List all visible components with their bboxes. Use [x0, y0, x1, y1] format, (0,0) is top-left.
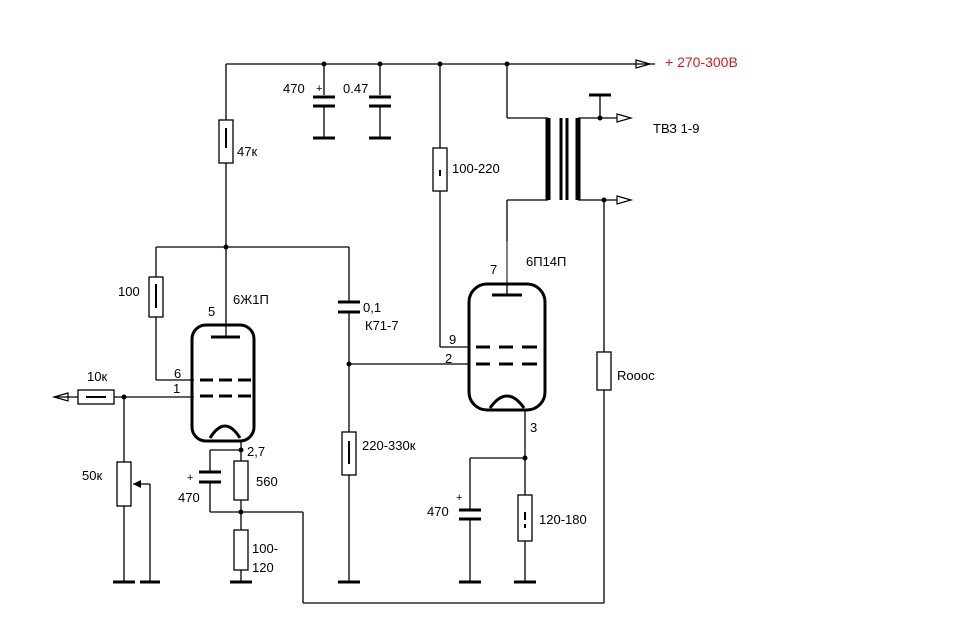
resistor-10k-label: 10к	[87, 369, 107, 384]
output-cathode-wiring	[470, 410, 528, 495]
svg-text:+: +	[316, 83, 322, 95]
supply-arrow-icon	[635, 59, 655, 69]
supply-capacitor-047	[369, 64, 391, 140]
capacitor-cathode-output: +	[456, 458, 481, 584]
supply-cap-047-label: 0.47	[343, 81, 368, 96]
resistor-100-120-label-line2: 120	[252, 560, 274, 575]
supply-cap-470-label: 470	[283, 81, 305, 96]
resistor-47k-label: 47к	[237, 144, 257, 159]
transformer-label: ТВЗ 1-9	[653, 121, 699, 136]
driver-pin-g2: 6	[174, 366, 181, 381]
resistor-560-label: 560	[256, 474, 278, 489]
resistor-47k	[218, 64, 234, 337]
resistor-100-220-label: 100-220	[452, 161, 500, 176]
capacitor-cathode-driver-label: 470	[178, 490, 200, 505]
driver-tube-name: 6Ж1П	[233, 292, 269, 307]
resistor-120-180	[514, 494, 536, 584]
resistor-220-330k	[338, 431, 360, 584]
output-pin-anode: 7	[490, 262, 497, 277]
driver-pin-g1: 1	[173, 381, 180, 396]
supply-capacitor-470: +	[313, 64, 335, 140]
capacitor-coupling-value: 0,1	[363, 300, 381, 315]
driver-tube	[190, 323, 256, 443]
resistor-220-330k-label: 220-330к	[362, 438, 416, 453]
potentiometer-50k-label: 50к	[82, 468, 102, 483]
output-pin-cathode: 3	[530, 420, 537, 435]
resistor-10k	[77, 389, 194, 405]
supply-label: + 270-300В	[665, 54, 738, 70]
output-tube-name: 6П14П	[526, 254, 566, 269]
feedback-wire	[241, 390, 605, 604]
resistor-100-120	[230, 529, 252, 584]
resistor-100-label: 100	[118, 284, 140, 299]
resistor-100	[148, 247, 194, 381]
output-pin-g2: 9	[449, 332, 456, 347]
svg-text:+: +	[456, 492, 462, 504]
capacitor-cathode-output-label: 470	[427, 504, 449, 519]
resistor-100-120-label-line1: 100-	[252, 541, 278, 556]
capacitor-coupling	[338, 247, 470, 432]
resistor-feedback	[596, 200, 612, 391]
supply-rail	[226, 61, 636, 67]
driver-pin-cathode: 2,7	[247, 444, 265, 459]
driver-cathode-wiring	[210, 441, 244, 461]
output-transformer	[545, 93, 617, 203]
potentiometer-50k	[113, 397, 160, 584]
resistor-560	[233, 460, 249, 530]
transformer-output-arrow-icon	[616, 113, 634, 205]
input-arrow-icon	[51, 392, 78, 402]
capacitor-coupling-type: К71-7	[365, 318, 399, 333]
resistor-120-180-label: 120-180	[539, 512, 587, 527]
svg-text:+: +	[187, 472, 193, 484]
output-pin-g1: 2	[445, 351, 452, 366]
capacitor-cathode-driver: +	[187, 450, 241, 513]
output-anode-wiring	[506, 64, 548, 295]
resistor-100-220	[432, 64, 470, 348]
output-tube	[467, 282, 547, 412]
driver-pin-anode: 5	[208, 304, 215, 319]
resistor-feedback-label: Rooос	[617, 368, 655, 383]
